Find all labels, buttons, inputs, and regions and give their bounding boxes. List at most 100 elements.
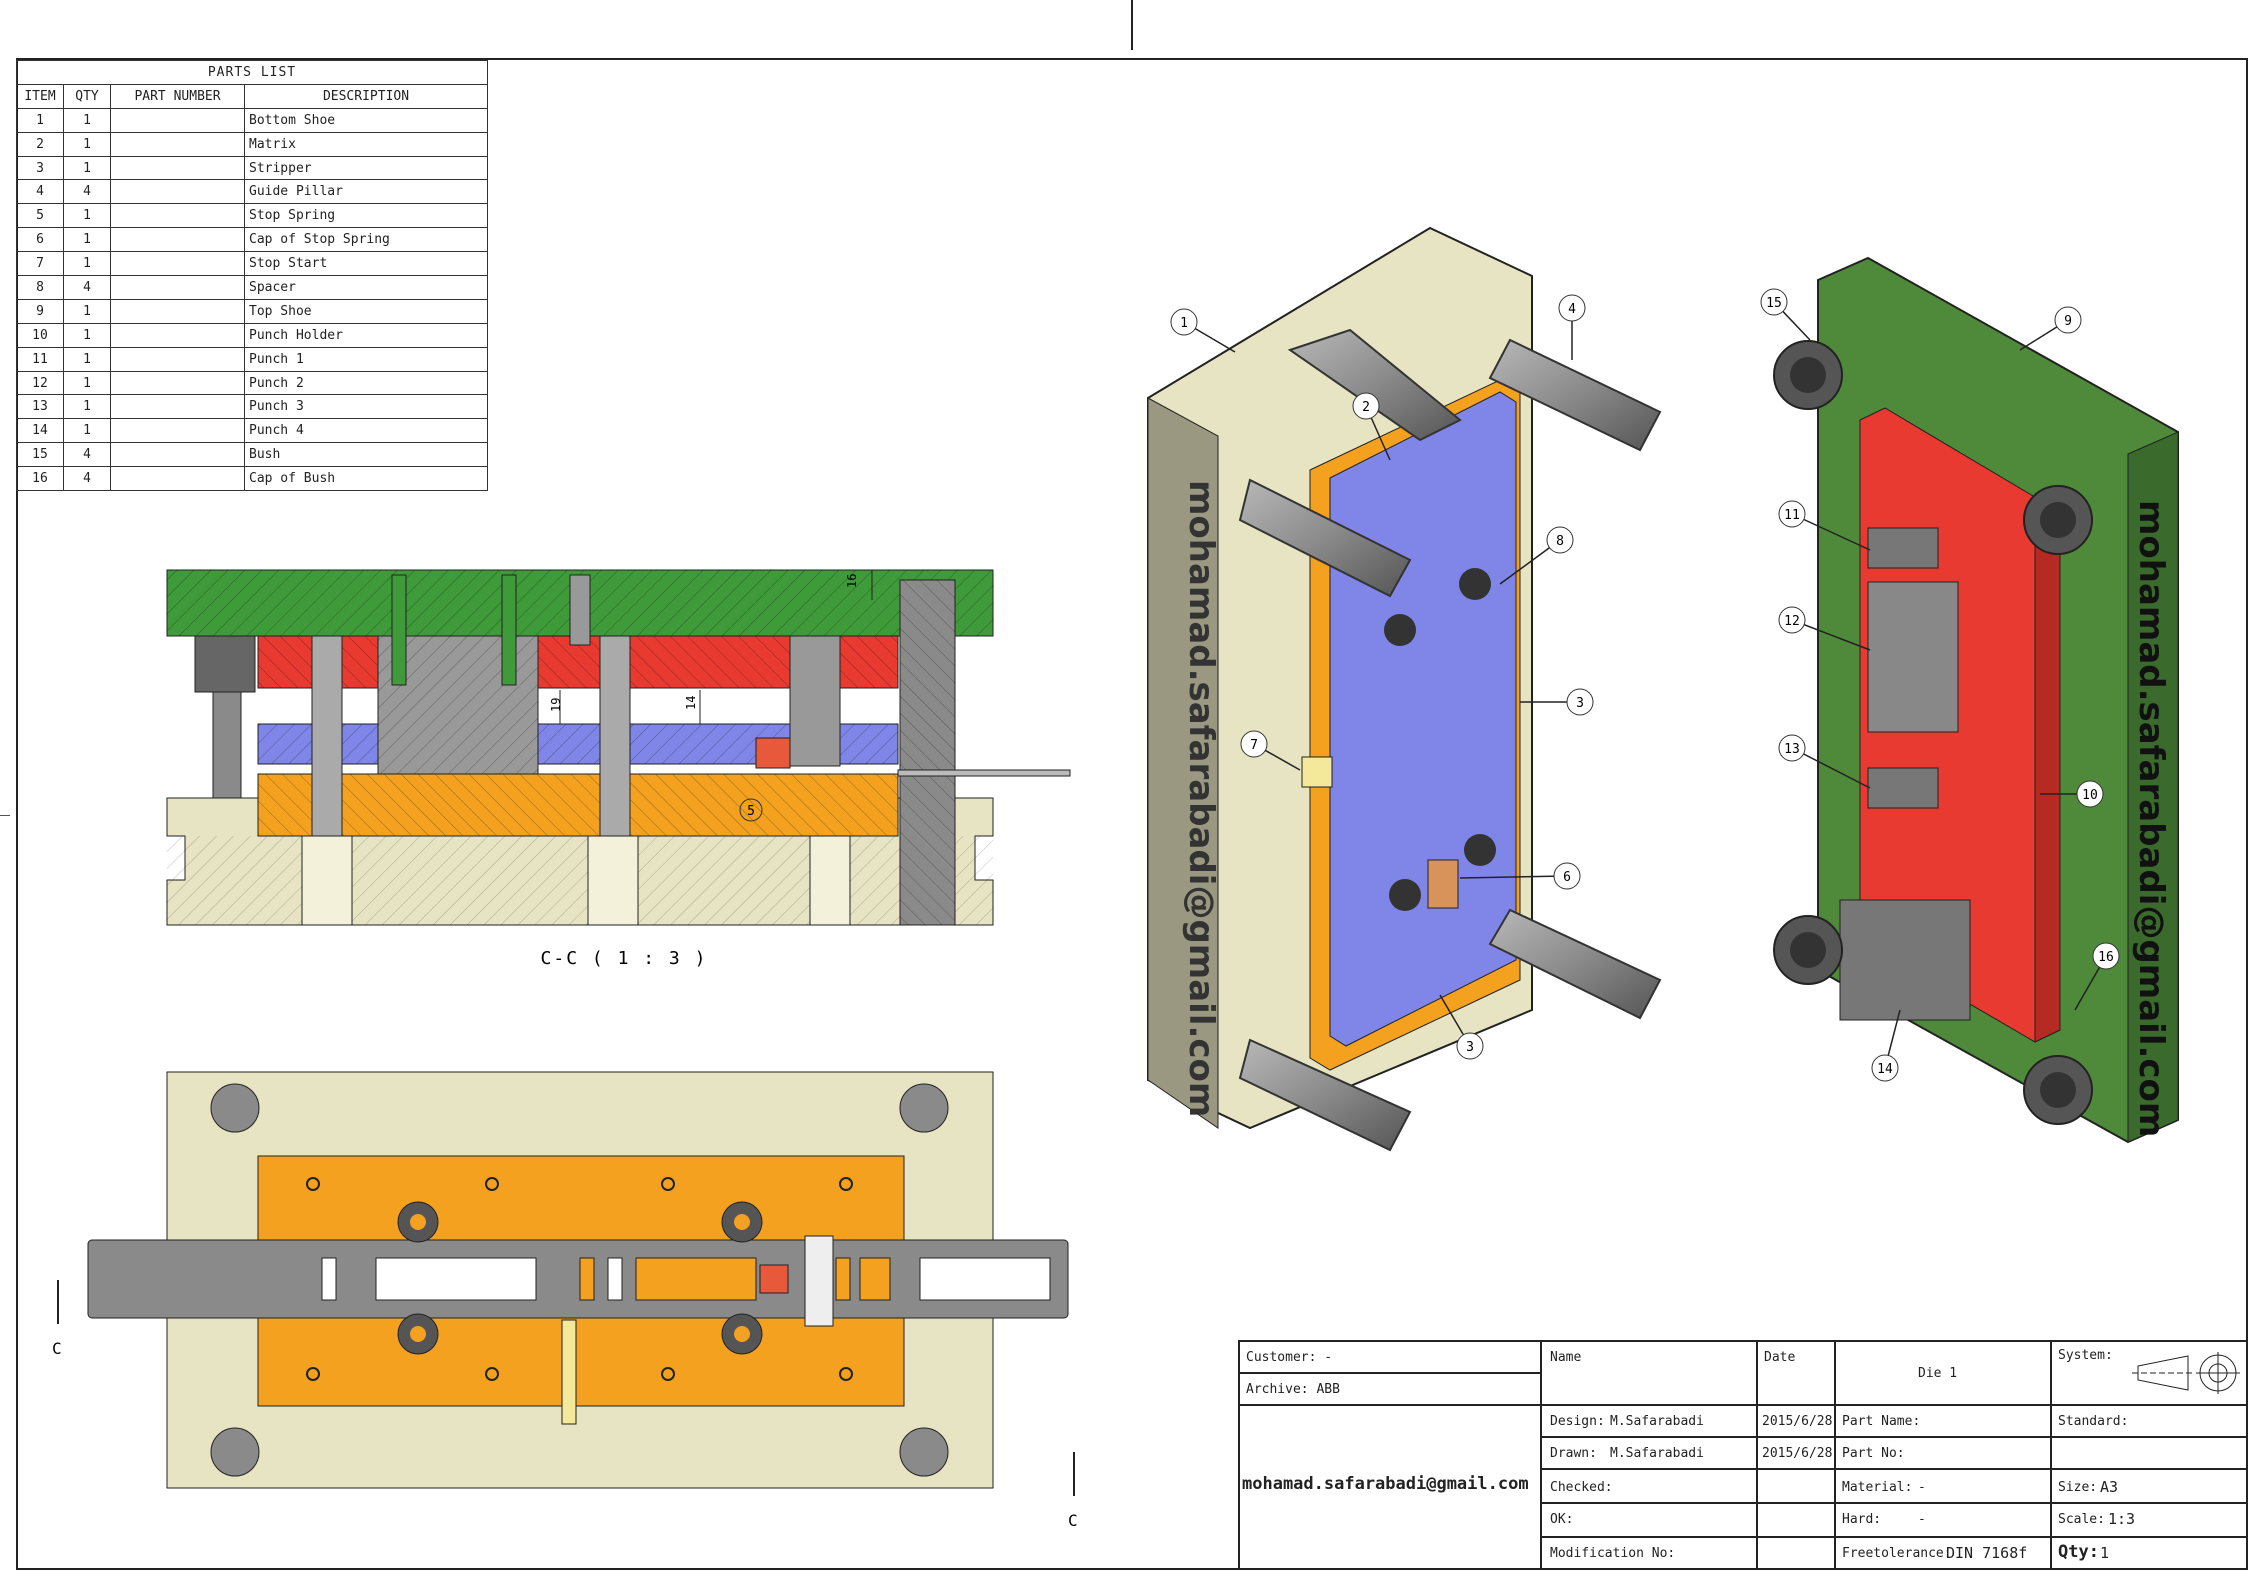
section-bolt-1	[391, 574, 407, 686]
tb-line	[1834, 1340, 1836, 1570]
tb-hard-label: Hard:	[1842, 1512, 1882, 1527]
iso-stripper	[1329, 391, 1517, 1047]
row-qty: 1	[63, 394, 111, 420]
row-qty: 4	[63, 442, 111, 468]
row-item: 1	[16, 107, 64, 133]
parts-list: PARTS LIST ITEM QTY PART NUMBER DESCRIPT…	[16, 60, 488, 492]
plan-spacer-4-hole	[734, 1326, 750, 1342]
row-item: 7	[16, 251, 64, 277]
row-description: Punch 4	[244, 418, 488, 444]
right-balloon-text: 9	[2064, 314, 2072, 329]
row-item: 4	[16, 179, 64, 205]
row-part-number	[110, 346, 245, 372]
left-balloon-text: 2	[1362, 400, 1370, 415]
iso-spacer-3	[1464, 834, 1496, 866]
section-matrix-overlay-hatch	[258, 774, 898, 836]
tb-ok: OK:	[1550, 1512, 1574, 1527]
tb-date-header: Date	[1764, 1350, 1796, 1365]
section-bolt-2	[501, 574, 517, 686]
iso-pillar-2	[1488, 338, 1662, 452]
tb-qty-value: 1	[2100, 1544, 2110, 1562]
row-description: Guide Pillar	[244, 179, 488, 205]
row-part-number	[110, 179, 245, 205]
iso-pillar-4	[1488, 908, 1662, 1020]
iso-top-shoe-side	[2127, 431, 2179, 1143]
iso-punch-holder-side	[2034, 499, 2061, 1043]
right-balloon-leader	[1791, 513, 1871, 551]
right-balloon-text: 10	[2082, 788, 2098, 803]
section-hole-1	[301, 835, 353, 926]
tb-size-label: Size:	[2058, 1480, 2098, 1495]
row-item: 12	[16, 370, 64, 396]
right-balloon-text: 16	[2098, 950, 2114, 965]
tb-archive: Archive: ABB	[1246, 1382, 1340, 1397]
section-hole-2	[587, 835, 639, 926]
tb-design-name: M.Safarabadi	[1610, 1414, 1704, 1429]
left-balloon	[1456, 1032, 1484, 1060]
row-qty: 1	[63, 227, 111, 253]
row-qty: 1	[63, 298, 111, 324]
tb-line	[1540, 1340, 1542, 1570]
right-balloon	[2076, 780, 2104, 808]
tb-design-date: 2015/6/28	[1762, 1414, 1833, 1429]
tb-line	[1540, 1502, 2248, 1504]
plan-slot-3	[579, 1257, 595, 1301]
plan-pillar-4	[899, 1427, 949, 1477]
tb-name-header: Name	[1550, 1350, 1582, 1365]
iso-bush-2-bore	[2040, 502, 2076, 538]
row-part-number	[110, 227, 245, 253]
right-balloon-text: 13	[1784, 742, 1800, 757]
left-balloon-text: 7	[1250, 738, 1258, 753]
row-qty: 1	[63, 346, 111, 372]
right-balloon-text: 14	[1877, 1062, 1893, 1077]
plan-slot-8	[919, 1257, 1051, 1301]
iso-bush-1-bore	[1790, 357, 1826, 393]
section-balloon-text: 5	[747, 804, 755, 819]
section-stop-spring	[755, 737, 791, 769]
tb-scale-label: Scale:	[2058, 1512, 2105, 1527]
header-description: DESCRIPTION	[244, 83, 488, 109]
row-part-number	[110, 107, 245, 133]
parts-list-title: PARTS LIST	[16, 60, 488, 85]
section-label: C-C ( 1 : 3 )	[541, 948, 708, 969]
left-balloon-text: 1	[1180, 316, 1188, 331]
right-balloon-leader	[1791, 619, 1871, 651]
plan-view: C C	[52, 1071, 1078, 1530]
tb-drawn-name: M.Safarabadi	[1610, 1446, 1704, 1461]
plan-spacer-3-hole	[410, 1326, 426, 1342]
left-balloon	[1240, 730, 1268, 758]
right-balloon-text: 11	[1784, 508, 1800, 523]
row-item: 10	[16, 322, 64, 348]
iso-cap-stop-spring	[1427, 859, 1459, 909]
plan-hole-g	[661, 1367, 675, 1381]
row-description: Stripper	[244, 155, 488, 181]
plan-slot-1	[321, 1257, 337, 1301]
tb-design-label: Design:	[1550, 1414, 1605, 1429]
tb-hard-value: -	[1918, 1512, 1926, 1527]
iso-bush-4-bore	[2040, 1072, 2076, 1108]
left-balloon	[1170, 308, 1198, 336]
plan-stop	[759, 1264, 789, 1294]
iso-punch-4	[1839, 899, 1971, 1021]
iso-pillar-5	[1238, 1038, 1412, 1152]
title-block: Customer: - Archive: ABB mohamad.safarab…	[1238, 1340, 2248, 1570]
row-part-number	[110, 370, 245, 396]
section-balloon	[739, 798, 763, 822]
left-balloon-text: 8	[1556, 534, 1564, 549]
plan-hole-b	[485, 1177, 499, 1191]
tb-email: mohamad.safarabadi@gmail.com	[1242, 1474, 1529, 1494]
right-balloon	[1871, 1054, 1899, 1082]
row-part-number	[110, 203, 245, 229]
plan-pilot	[804, 1235, 834, 1327]
row-qty: 1	[63, 203, 111, 229]
